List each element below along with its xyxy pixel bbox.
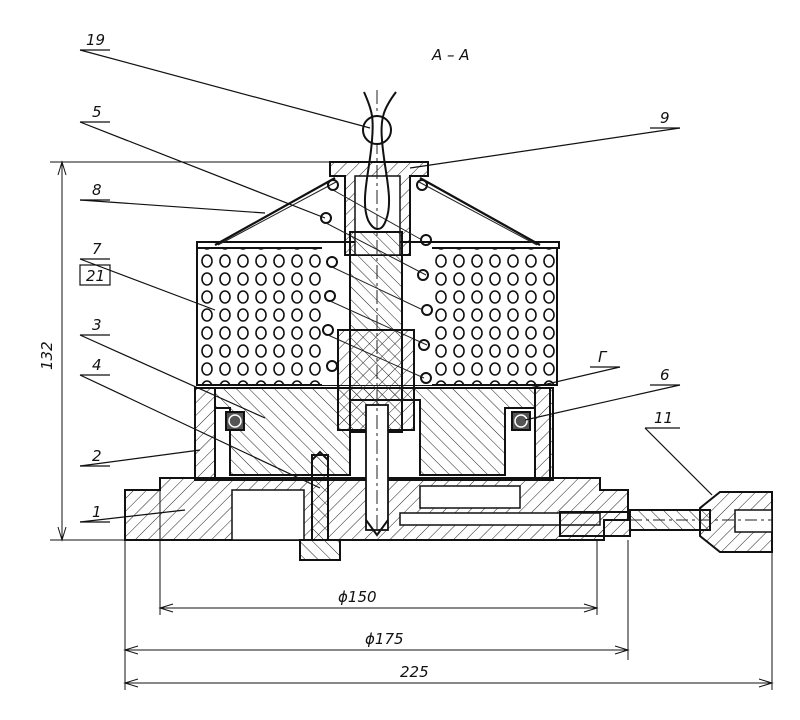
callout-5: 5 — [92, 103, 102, 121]
callout-19: 19 — [86, 31, 105, 49]
callout-3: 3 — [92, 316, 102, 334]
housing — [194, 387, 554, 481]
section-title: А – А — [431, 46, 470, 64]
callout-21: 21 — [86, 267, 105, 285]
dimension-width225: 225 — [400, 663, 429, 681]
central-rod — [337, 90, 415, 540]
cone-cap — [214, 177, 541, 246]
callout-2: 2 — [92, 447, 102, 465]
callout-9: 9 — [660, 109, 670, 127]
dimension-height: 132 — [38, 341, 56, 370]
wire-loop — [362, 91, 397, 230]
dimension-lines — [50, 160, 774, 690]
callout-6: 6 — [660, 366, 670, 384]
dimension-d150: ϕ150 — [338, 588, 377, 606]
callout-11: 11 — [654, 409, 673, 427]
bottom-stud — [299, 450, 341, 561]
callout-8: 8 — [92, 181, 102, 199]
callout-7: 7 — [92, 240, 102, 258]
outlet-fitting — [559, 491, 773, 553]
dimension-d175: ϕ175 — [365, 630, 404, 648]
callout-G: Г — [598, 348, 608, 366]
leader-lines — [79, 49, 713, 523]
callout-1: 1 — [92, 503, 102, 521]
callout-4: 4 — [92, 356, 102, 374]
